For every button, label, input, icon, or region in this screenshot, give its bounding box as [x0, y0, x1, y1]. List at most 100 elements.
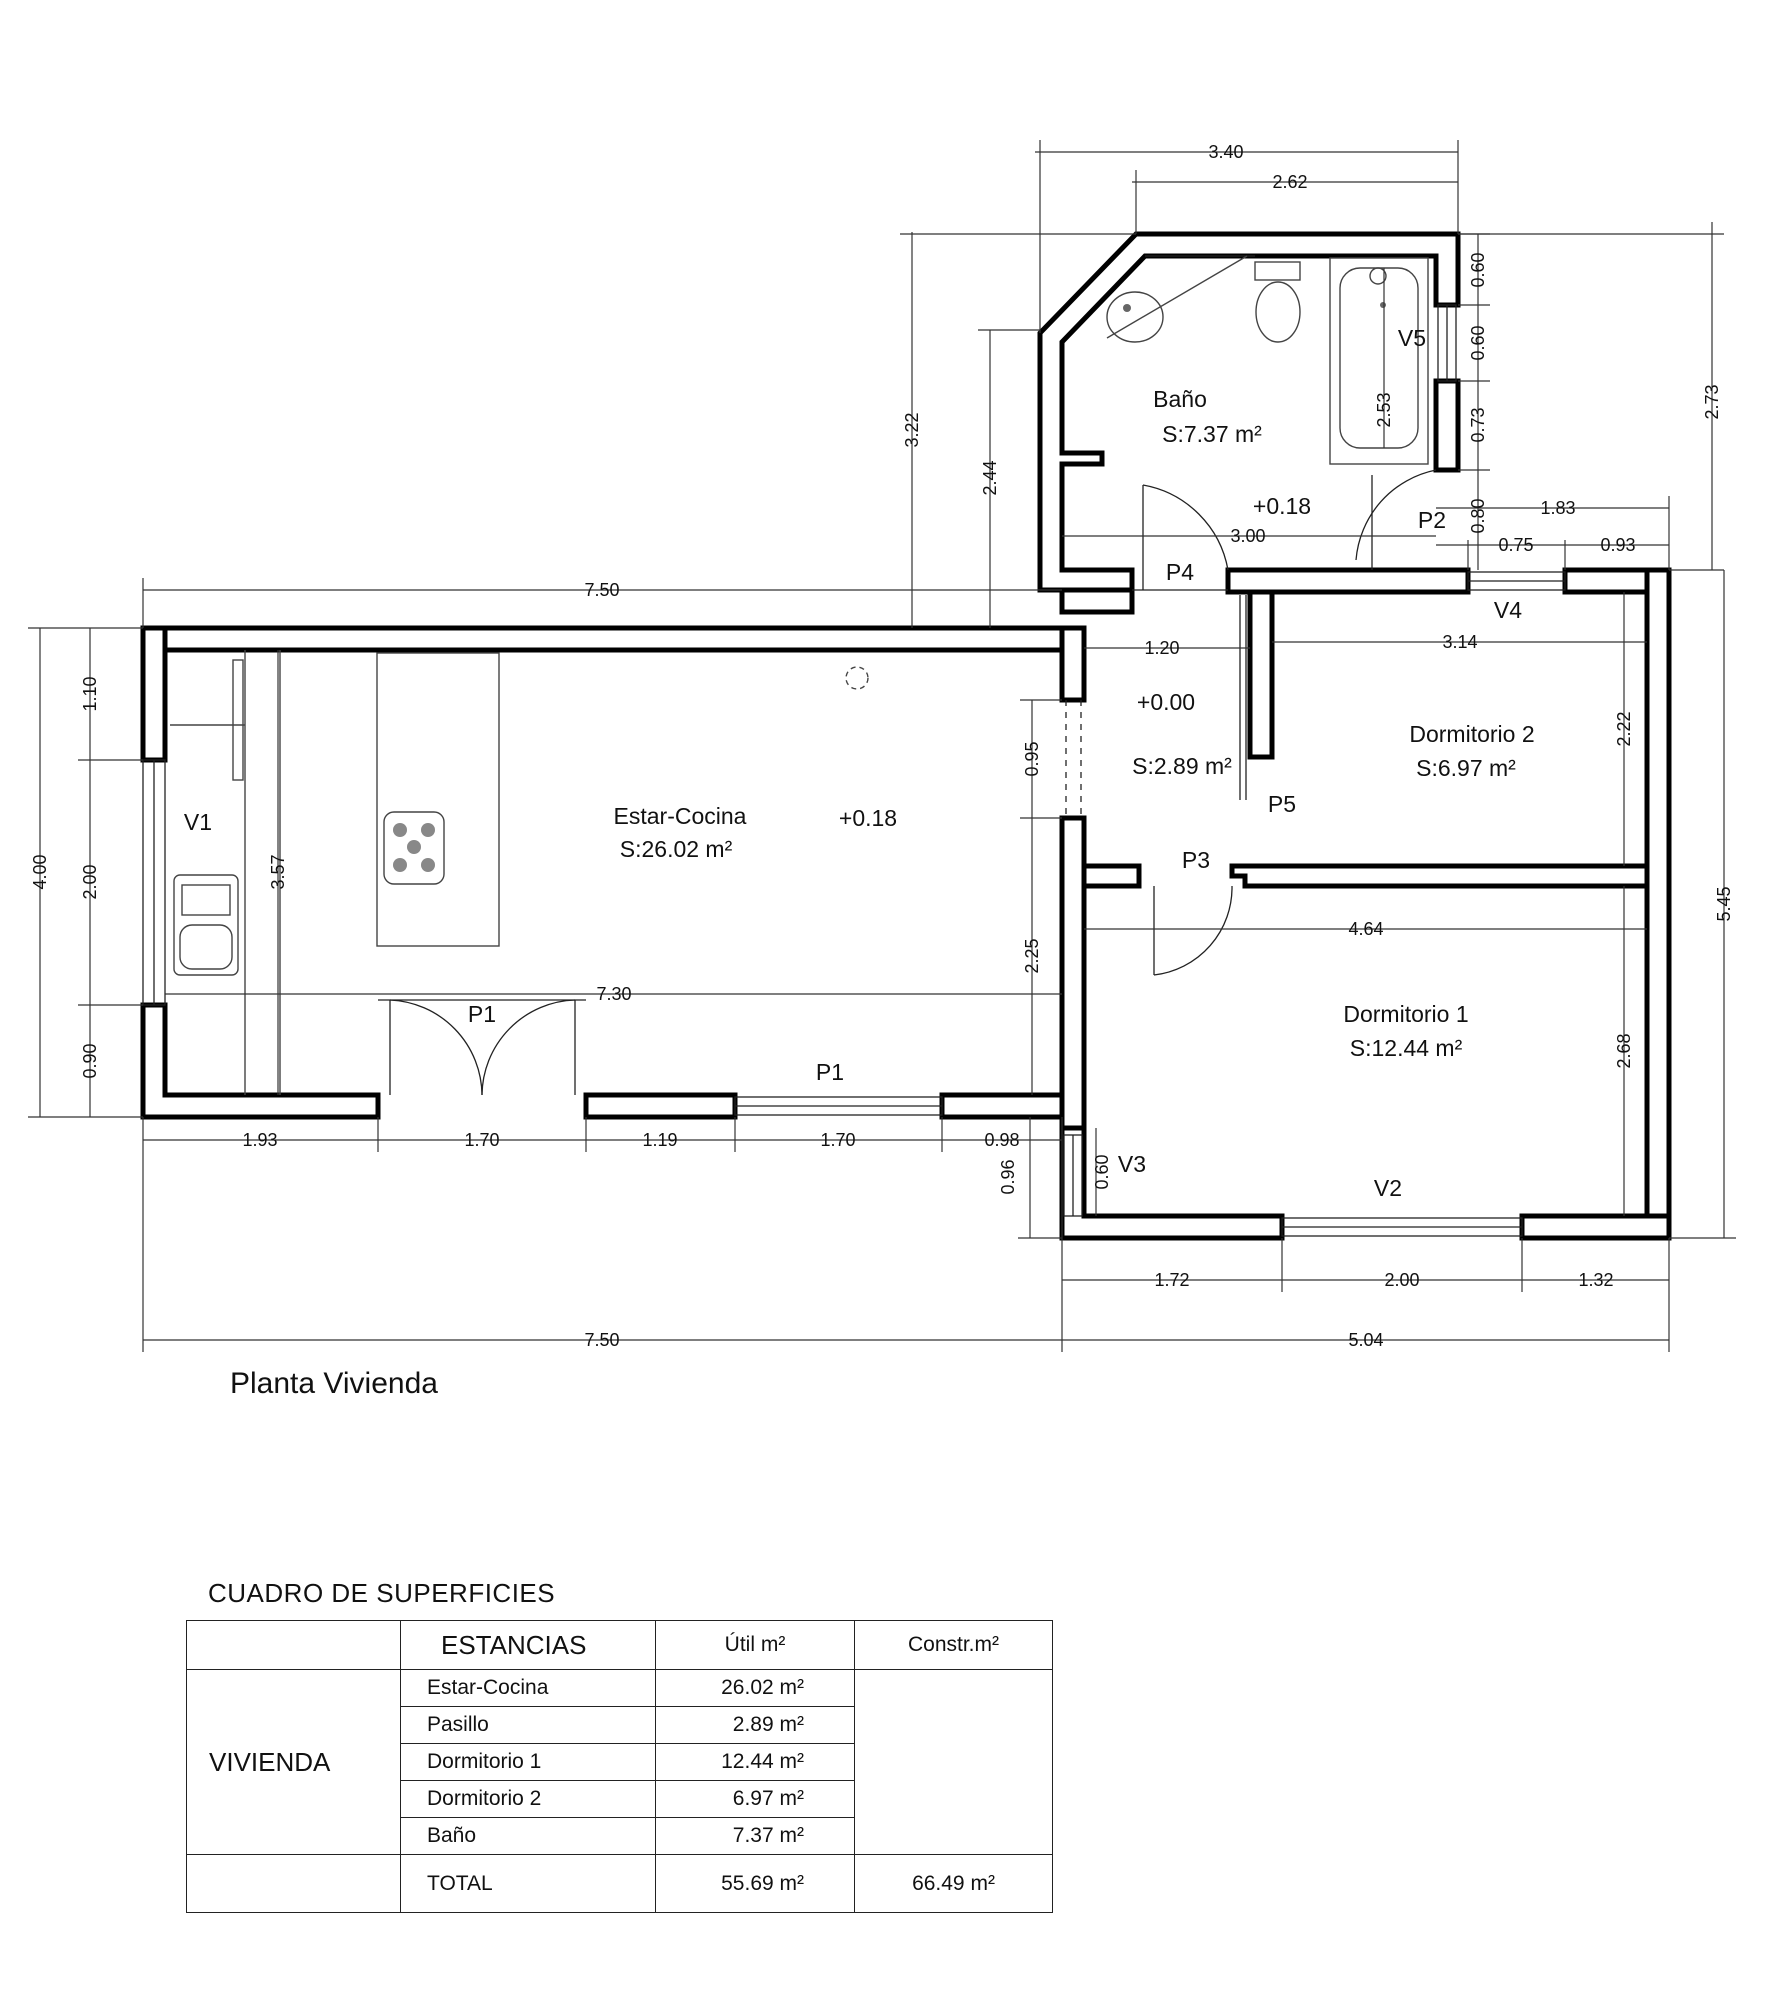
- dim-label: 0.60: [1092, 1154, 1112, 1189]
- wall-pasillo-top-left: [1059, 587, 1135, 615]
- table-row: Dormitorio 2 6.97 m²: [187, 1780, 1053, 1818]
- room-labels: Estar-Cocina S:26.02 m² +0.18 Baño S:7.3…: [614, 386, 1535, 1061]
- room-name-bano: Baño: [1153, 386, 1207, 412]
- label-p4: P4: [1166, 559, 1194, 585]
- wall-central-upper: [1059, 625, 1087, 703]
- dim-label: 0.93: [1600, 535, 1635, 555]
- door-p2: [1355, 469, 1437, 570]
- dim-label: 5.04: [1348, 1330, 1383, 1350]
- room-area-dorm1: S:12.44 m²: [1350, 1035, 1463, 1061]
- header-constr: Constr.m²: [854, 1620, 1053, 1670]
- dim-label: 0.95: [1022, 741, 1042, 776]
- dim-label: 1.19: [642, 1130, 677, 1150]
- room-name-dorm2: Dormitorio 2: [1409, 721, 1534, 747]
- header-util: Útil m²: [655, 1620, 855, 1670]
- dim-label: 1.20: [1144, 638, 1179, 658]
- dim-label: 2.53: [1374, 392, 1394, 427]
- areas-table: ESTANCIAS Útil m² Constr.m² VIVIENDA Est…: [186, 1620, 1053, 1913]
- dim-label: 1.70: [820, 1130, 855, 1150]
- wall-bano-right: [1433, 378, 1461, 473]
- header-empty-cell: [186, 1620, 401, 1670]
- dim-label: 0.96: [998, 1159, 1018, 1194]
- door-p4: [1132, 484, 1229, 591]
- floor-plan: 3.40 2.62 3.22 2.44 2.53 3.00 0.60 0.60 …: [28, 140, 1736, 1352]
- wall-d1-bottom-right: [1519, 1213, 1672, 1241]
- dim-label: 2.00: [80, 864, 100, 899]
- row-name: Baño: [400, 1817, 656, 1855]
- door-p3: [1153, 885, 1233, 976]
- dim-label: 2.22: [1614, 711, 1634, 746]
- table-header-row: ESTANCIAS Útil m² Constr.m²: [186, 1620, 1053, 1670]
- total-constr: 66.49 m²: [854, 1854, 1053, 1913]
- dim-label: 4.64: [1348, 919, 1383, 939]
- dim-label: 1.83: [1540, 498, 1575, 518]
- dim-label: 2.44: [980, 460, 1000, 495]
- kitchen-island: [376, 652, 500, 947]
- label-p1-sliding: P1: [816, 1059, 844, 1085]
- dim-label: 2.25: [1022, 938, 1042, 973]
- row-name: Pasillo: [400, 1706, 656, 1744]
- plan-title: Planta Vivienda: [230, 1367, 438, 1400]
- dim-label: 2.73: [1702, 384, 1722, 419]
- wall-cocina-left-lower: [140, 1002, 381, 1120]
- wall-cocina-bottom-mid: [583, 1092, 738, 1120]
- row-util: 26.02 m²: [655, 1669, 855, 1707]
- row-util: 12.44 m²: [655, 1743, 855, 1781]
- label-v3: V3: [1118, 1151, 1146, 1177]
- dim-label: 3.14: [1442, 632, 1477, 652]
- dim-label: 1.70: [464, 1130, 499, 1150]
- dim-label: 0.75: [1498, 535, 1533, 555]
- dim-label: 3.40: [1208, 142, 1243, 162]
- room-area-dorm2: S:6.97 m²: [1416, 755, 1516, 781]
- group-label: VIVIENDA: [186, 1669, 401, 1855]
- dimension-lines: [28, 140, 1736, 1352]
- dim-label: 7.30: [596, 984, 631, 1004]
- header-estancias: ESTANCIAS: [400, 1620, 656, 1670]
- wall-bedrooms-left: [1081, 863, 1142, 889]
- row-name: Estar-Cocina: [400, 1669, 656, 1707]
- room-area-pasillo: S:2.89 m²: [1132, 753, 1232, 779]
- dim-label: 5.45: [1714, 886, 1734, 921]
- label-p3: P3: [1182, 847, 1210, 873]
- toilet-icon: [1254, 261, 1301, 343]
- wall-cocina-bottom-right: [939, 1092, 1065, 1120]
- table-row: Pasillo 2.89 m²: [187, 1706, 1053, 1744]
- table-row: VIVIENDA Estar-Cocina 26.02 m²: [186, 1669, 1053, 1855]
- label-v4: V4: [1494, 597, 1522, 623]
- dim-label: 0.98: [984, 1130, 1019, 1150]
- fixtures: [170, 255, 1429, 1095]
- room-area-bano: S:7.37 m²: [1162, 421, 1262, 447]
- dim-label: 0.60: [1468, 325, 1488, 360]
- dim-label: 3.57: [268, 854, 288, 889]
- wall-d2-top-left: [1225, 567, 1471, 595]
- room-name-estar: Estar-Cocina: [614, 803, 747, 829]
- dim-label: 7.50: [584, 580, 619, 600]
- wall-cocina-top: [140, 625, 1065, 763]
- dimension-labels: 3.40 2.62 3.22 2.44 2.53 3.00 0.60 0.60 …: [30, 142, 1734, 1350]
- table-row: Baño 7.37 m²: [187, 1817, 1053, 1855]
- total-label: TOTAL: [400, 1854, 656, 1913]
- dim-label: 2.62: [1272, 172, 1307, 192]
- room-level-pasillo: +0.00: [1137, 689, 1195, 715]
- dim-label: 0.60: [1468, 252, 1488, 287]
- dim-label: 1.32: [1578, 1270, 1613, 1290]
- room-level-bano: +0.18: [1253, 493, 1311, 519]
- label-v5: V5: [1398, 325, 1426, 351]
- wall-cocina-left-upper: [140, 625, 168, 763]
- dim-label: 0.73: [1468, 407, 1488, 442]
- openings: [142, 304, 1566, 1237]
- row-name: Dormitorio 1: [400, 1743, 656, 1781]
- wall-right: [1644, 567, 1672, 1241]
- dim-label: 0.90: [80, 1043, 100, 1078]
- table-row: Dormitorio 1 12.44 m²: [187, 1743, 1053, 1781]
- label-v2: V2: [1374, 1175, 1402, 1201]
- walls: [140, 231, 1672, 1241]
- dim-label: 2.68: [1614, 1033, 1634, 1068]
- room-level-estar: +0.18: [839, 805, 897, 831]
- dim-label: 0.80: [1468, 498, 1488, 533]
- label-p2: P2: [1418, 507, 1446, 533]
- wall-central-lower: [1059, 815, 1087, 1131]
- row-util: 6.97 m²: [655, 1780, 855, 1818]
- light-point-icon: [845, 666, 869, 690]
- opening-labels: V1 V2 V3 V4 V5 P1 P1 P2 P3 P4 P5: [184, 325, 1522, 1201]
